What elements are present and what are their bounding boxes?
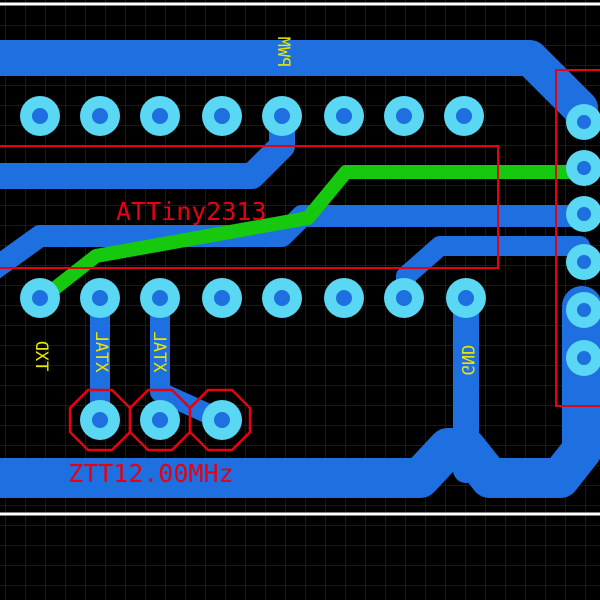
- pad-hole: [577, 255, 591, 269]
- pads: [20, 96, 600, 440]
- pad-hole: [92, 412, 108, 428]
- pad-hole: [577, 207, 591, 221]
- chip-outline: [0, 145, 499, 269]
- txd-label: TXD: [31, 341, 51, 372]
- pad-hole: [214, 412, 230, 428]
- pad-hole: [152, 108, 168, 124]
- pad-hole: [214, 108, 230, 124]
- pad-hole: [32, 290, 48, 306]
- pad-hole: [336, 108, 352, 124]
- pad-hole: [274, 108, 290, 124]
- pad-hole: [456, 108, 472, 124]
- trace-top-green[interactable]: [33, 165, 589, 307]
- crystal-label: ZTT12.00MHz: [68, 459, 234, 488]
- trace-top-bus[interactable]: [0, 40, 598, 126]
- pad-hole: [577, 303, 591, 317]
- pad-hole: [32, 108, 48, 124]
- xtal2-label: XTAL: [149, 332, 169, 373]
- trace-xtal2[interactable]: [150, 288, 232, 430]
- top-copper-layer: [33, 165, 589, 307]
- pad-hole: [152, 290, 168, 306]
- pad-hole: [396, 108, 412, 124]
- pad-holes: [32, 108, 591, 428]
- pad-hole: [92, 108, 108, 124]
- chip-label: ATTiny2313: [116, 197, 267, 226]
- xtal1-label: XTAL: [91, 332, 111, 373]
- pwm-label: PWM: [273, 37, 293, 68]
- pad-hole: [152, 412, 168, 428]
- pad-hole: [336, 290, 352, 306]
- pad-hole: [577, 161, 591, 175]
- connector-outline: [555, 69, 600, 407]
- pad-hole: [274, 290, 290, 306]
- pad-hole: [92, 290, 108, 306]
- pad-hole: [577, 351, 591, 365]
- pad-hole: [214, 290, 230, 306]
- crystal-pad-outline-3: [188, 388, 252, 452]
- crystal-pad-outline-2: [128, 388, 192, 452]
- crystal-pad-outline-1: [68, 388, 132, 452]
- pad-hole: [396, 290, 412, 306]
- bottom-copper-layer: [0, 40, 600, 498]
- pad-hole: [577, 115, 591, 129]
- trace-mid-bus[interactable]: [0, 205, 593, 279]
- gnd-label: GND: [457, 345, 477, 376]
- pad-hole: [458, 290, 474, 306]
- crystal-outline: [68, 388, 252, 452]
